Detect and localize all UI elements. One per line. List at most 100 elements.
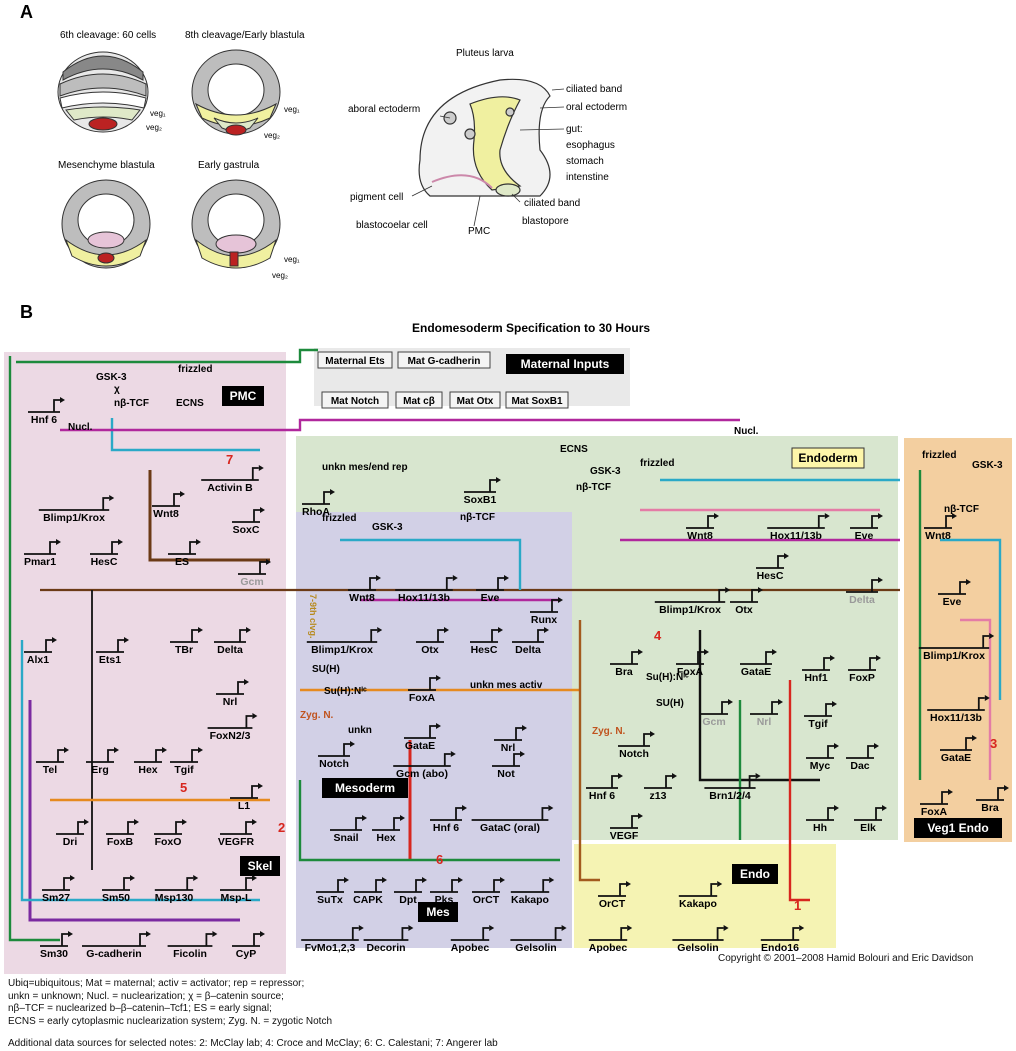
label-ntcf-veg1: nβ-TCF [944,504,979,515]
label-unkn-mes-activ: unkn mes activ [470,680,543,691]
svg-text:Hnf 6: Hnf 6 [433,822,459,834]
svg-text:Dpt: Dpt [399,894,417,906]
gene-endoderm-foxp: FoxP [848,655,881,684]
box-maternal-ets: Maternal Ets [325,356,385,367]
label-pmc: PMC [468,226,490,237]
veg1-label: veg₁ [150,109,166,118]
label-frizzled-meso: frizzled [322,513,356,524]
label-blastopore: blastopore [522,216,569,227]
maternal-boxes: Maternal Ets Mat G-cadherin Mat Notch Ma… [317,351,569,409]
gene-mes-pks: Pks [430,877,463,906]
svg-text:Nrl: Nrl [757,716,772,728]
veg2-label-3: veg₂ [272,271,288,280]
gene-pmc-hex: Hex [134,747,167,776]
svg-text:Ets1: Ets1 [99,654,121,666]
svg-text:Endo16: Endo16 [761,942,799,954]
svg-text:Bra: Bra [615,666,633,678]
label-chi-pmc: χ [114,384,120,395]
gene-mes-decorin: Decorin [363,925,414,954]
svg-text:Blimp1/Krox: Blimp1/Krox [43,512,105,524]
note-numbers: 7 5 2 6 4 3 1 [180,452,997,913]
svg-text:Mesoderm: Mesoderm [335,781,395,795]
svg-text:Tgif: Tgif [174,764,194,776]
svg-text:Blimp1/Krox: Blimp1/Krox [923,650,985,662]
box-mat-g-cadherin: Mat G-cadherin [408,356,481,367]
label-unkn-meso: unkn [348,725,372,736]
legend-line-1: Ubiq=ubiquitous; Mat = maternal; activ =… [8,978,305,989]
svg-text:Skel: Skel [248,859,273,873]
gene-mesoderm-otx: Otx [416,627,449,656]
gene-mesoderm-wnt8: Wnt8 [348,575,381,604]
svg-text:FoxO: FoxO [155,836,182,848]
gene-mes-fvmo1-2-3: FvMo1,2,3 [301,925,364,954]
domain-tag-veg1: Veg1 Endo [914,818,1002,838]
gene-skel-sm27: Sm27 [42,875,75,904]
svg-text:Wnt8: Wnt8 [153,508,179,520]
label-ecns-pmc: ECNS [176,398,204,409]
gene-endoderm-otx: Otx [730,587,763,616]
gene-endoderm-wnt8: Wnt8 [686,513,719,542]
svg-text:Eve: Eve [855,530,874,542]
gene-mesoderm-snail: Snail [330,815,367,844]
label-ciliated-band-2: ciliated band [524,198,580,209]
label-gsk3-meso: GSK-3 [372,522,403,533]
gene-pmc-wnt8: Wnt8 [152,491,185,520]
legend-line-2: unkn = unknown; Nucl. = nuclearization; … [8,990,284,1002]
gene-pmc-vegfr: VEGFR [218,819,257,848]
svg-text:CAPK: CAPK [353,894,383,906]
svg-text:GataE: GataE [941,752,971,764]
svg-text:VEGFR: VEGFR [218,836,255,848]
svg-text:Pmar1: Pmar1 [24,556,56,568]
gene-mesoderm-nrl: Nrl [494,725,527,754]
gene-skel-sm50: Sm50 [102,875,135,904]
gene-mesoderm-hnf-6: Hnf 6 [430,805,467,834]
svg-text:Maternal Inputs: Maternal Inputs [521,357,610,371]
gene-mesoderm-notch: Notch [318,741,355,770]
gene-pmc-soxc: SoxC [232,507,265,536]
svg-text:FoxN2/3: FoxN2/3 [210,730,251,742]
label-pigment-cell: pigment cell [350,192,403,203]
label-blastocoelar-cell: blastocoelar cell [356,220,428,231]
gene-mesoderm-gcm-abo-: Gcm (abo) [393,751,456,780]
svg-text:Msp130: Msp130 [155,892,194,904]
domain-tag-pmc: PMC [222,386,264,406]
note-5: 5 [180,780,187,795]
gene-pmc-foxo: FoxO [154,819,187,848]
note-2: 2 [278,820,285,835]
label-stomach: stomach [566,156,604,167]
gene-pmc-nrl: Nrl [216,679,249,708]
gene-endoderm-gcm: Gcm [700,699,733,728]
gene-pmc-dri: Dri [56,819,89,848]
domain-tag-endoderm: Endoderm [791,447,865,469]
gene-veg1-wnt8: Wnt8 [924,513,957,542]
panel-a-letter: A [20,2,33,22]
gene-mesoderm-gatac-oral-: GataC (oral) [471,805,554,834]
gene-mesoderm-hox11-13b: Hox11/13b [395,575,458,604]
label-unkn-mes-end-rep: unkn mes/end rep [322,462,408,473]
gene-veg1-bra: Bra [976,785,1009,814]
gene-endo-orct: OrCT [598,881,631,910]
svg-text:SoxB1: SoxB1 [464,494,497,506]
gene-mesoderm-eve: Eve [476,575,509,604]
svg-text:Wnt8: Wnt8 [925,530,951,542]
gene-endoderm-brn1-2-4: Brn1/2/4 [704,773,761,802]
svg-text:RhoA: RhoA [302,506,330,518]
gene-pmc-hnf-6: Hnf 6 [28,397,65,426]
gene-mes-orct: OrCT [472,877,505,906]
svg-text:Tel: Tel [43,764,57,776]
label-suh-nic-endo: Su(H):Nᴵᶜ [646,672,689,683]
legend-footer: Ubiq=ubiquitous; Mat = maternal; activ =… [8,978,708,1051]
svg-text:Tgif: Tgif [808,718,828,730]
gene-mes-apobec: Apobec [451,925,495,954]
note-1: 1 [794,898,801,913]
label-suh-meso: SU(H) [312,664,340,675]
svg-text:Gelsolin: Gelsolin [515,942,556,954]
copyright: Copyright © 2001–2008 Hamid Bolouri and … [718,953,974,964]
svg-text:CyP: CyP [236,948,256,960]
svg-text:Hex: Hex [376,832,395,844]
svg-text:L1: L1 [238,800,250,812]
gene-skel-ficolin: Ficolin [167,931,218,960]
gene-veg1-hox11-13b: Hox11/13b [927,695,990,724]
svg-text:Ficolin: Ficolin [173,948,207,960]
gene-endoderm-hh: Hh [806,805,839,834]
